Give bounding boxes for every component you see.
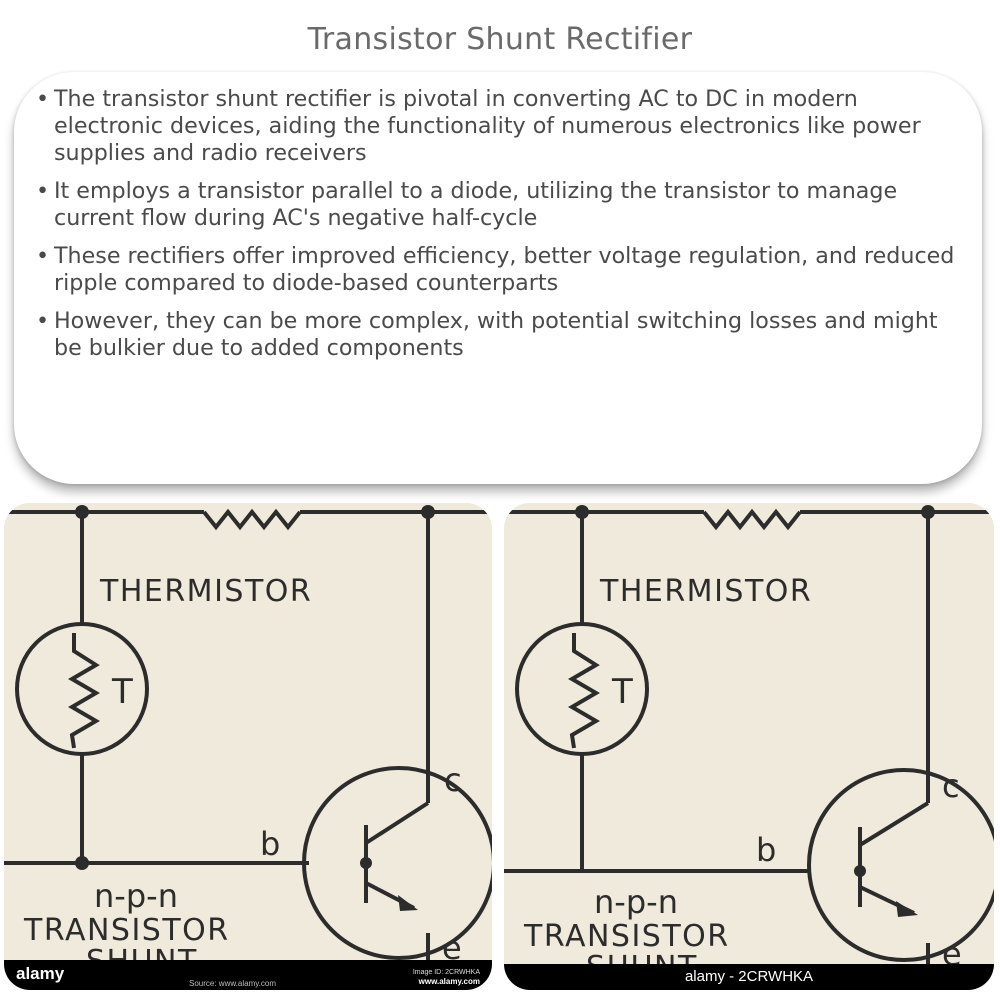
source-text: Source: www.alamy.com	[189, 979, 276, 988]
collector-label: c	[444, 761, 462, 799]
base-label: b	[756, 831, 776, 869]
circuit-image-left: THERMISTOR T c b n-p-n TRANSISTOR SHUNT …	[4, 503, 492, 990]
transistor-label: TRANSISTOR	[523, 919, 730, 954]
collector-label: c	[942, 767, 960, 805]
transistor-label: TRANSISTOR	[23, 913, 230, 948]
bullet-item: However, they can be more complex, with …	[32, 308, 972, 362]
thermistor-label: THERMISTOR	[99, 574, 312, 609]
circuit-diagram-left: THERMISTOR T c b n-p-n TRANSISTOR SHUNT …	[4, 503, 492, 990]
circuit-diagram-right: THERMISTOR T c b n-p-n TRANSISTOR SHUNT …	[504, 503, 994, 990]
base-label: b	[260, 825, 280, 863]
bullet-item: The transistor shunt rectifier is pivota…	[32, 86, 972, 167]
bullet-item: It employs a transistor parallel to a di…	[32, 178, 972, 232]
bullet-list: The transistor shunt rectifier is pivota…	[32, 86, 972, 373]
watermark-caption: alamy - 2CRWHKA	[504, 964, 994, 990]
page-title: Transistor Shunt Rectifier	[307, 22, 693, 57]
alamy-logo: alamy	[16, 964, 65, 983]
thermistor-symbol: T	[111, 672, 133, 712]
image-id-text: Image ID: 2CRWHKA	[412, 969, 480, 976]
bullet-item: These rectifiers offer improved efficien…	[32, 243, 972, 297]
thermistor-symbol: T	[611, 672, 633, 712]
emitter-label: e	[942, 935, 962, 973]
circuit-image-right: THERMISTOR T c b n-p-n TRANSISTOR SHUNT …	[504, 503, 994, 990]
thermistor-label: THERMISTOR	[599, 574, 812, 609]
type-label: n-p-n	[594, 883, 678, 921]
watermark-bar: alamy Source: www.alamy.com Image ID: 2C…	[4, 960, 492, 990]
type-label: n-p-n	[94, 877, 178, 915]
emitter-label: e	[442, 929, 462, 967]
url-text: www.alamy.com	[418, 977, 480, 986]
